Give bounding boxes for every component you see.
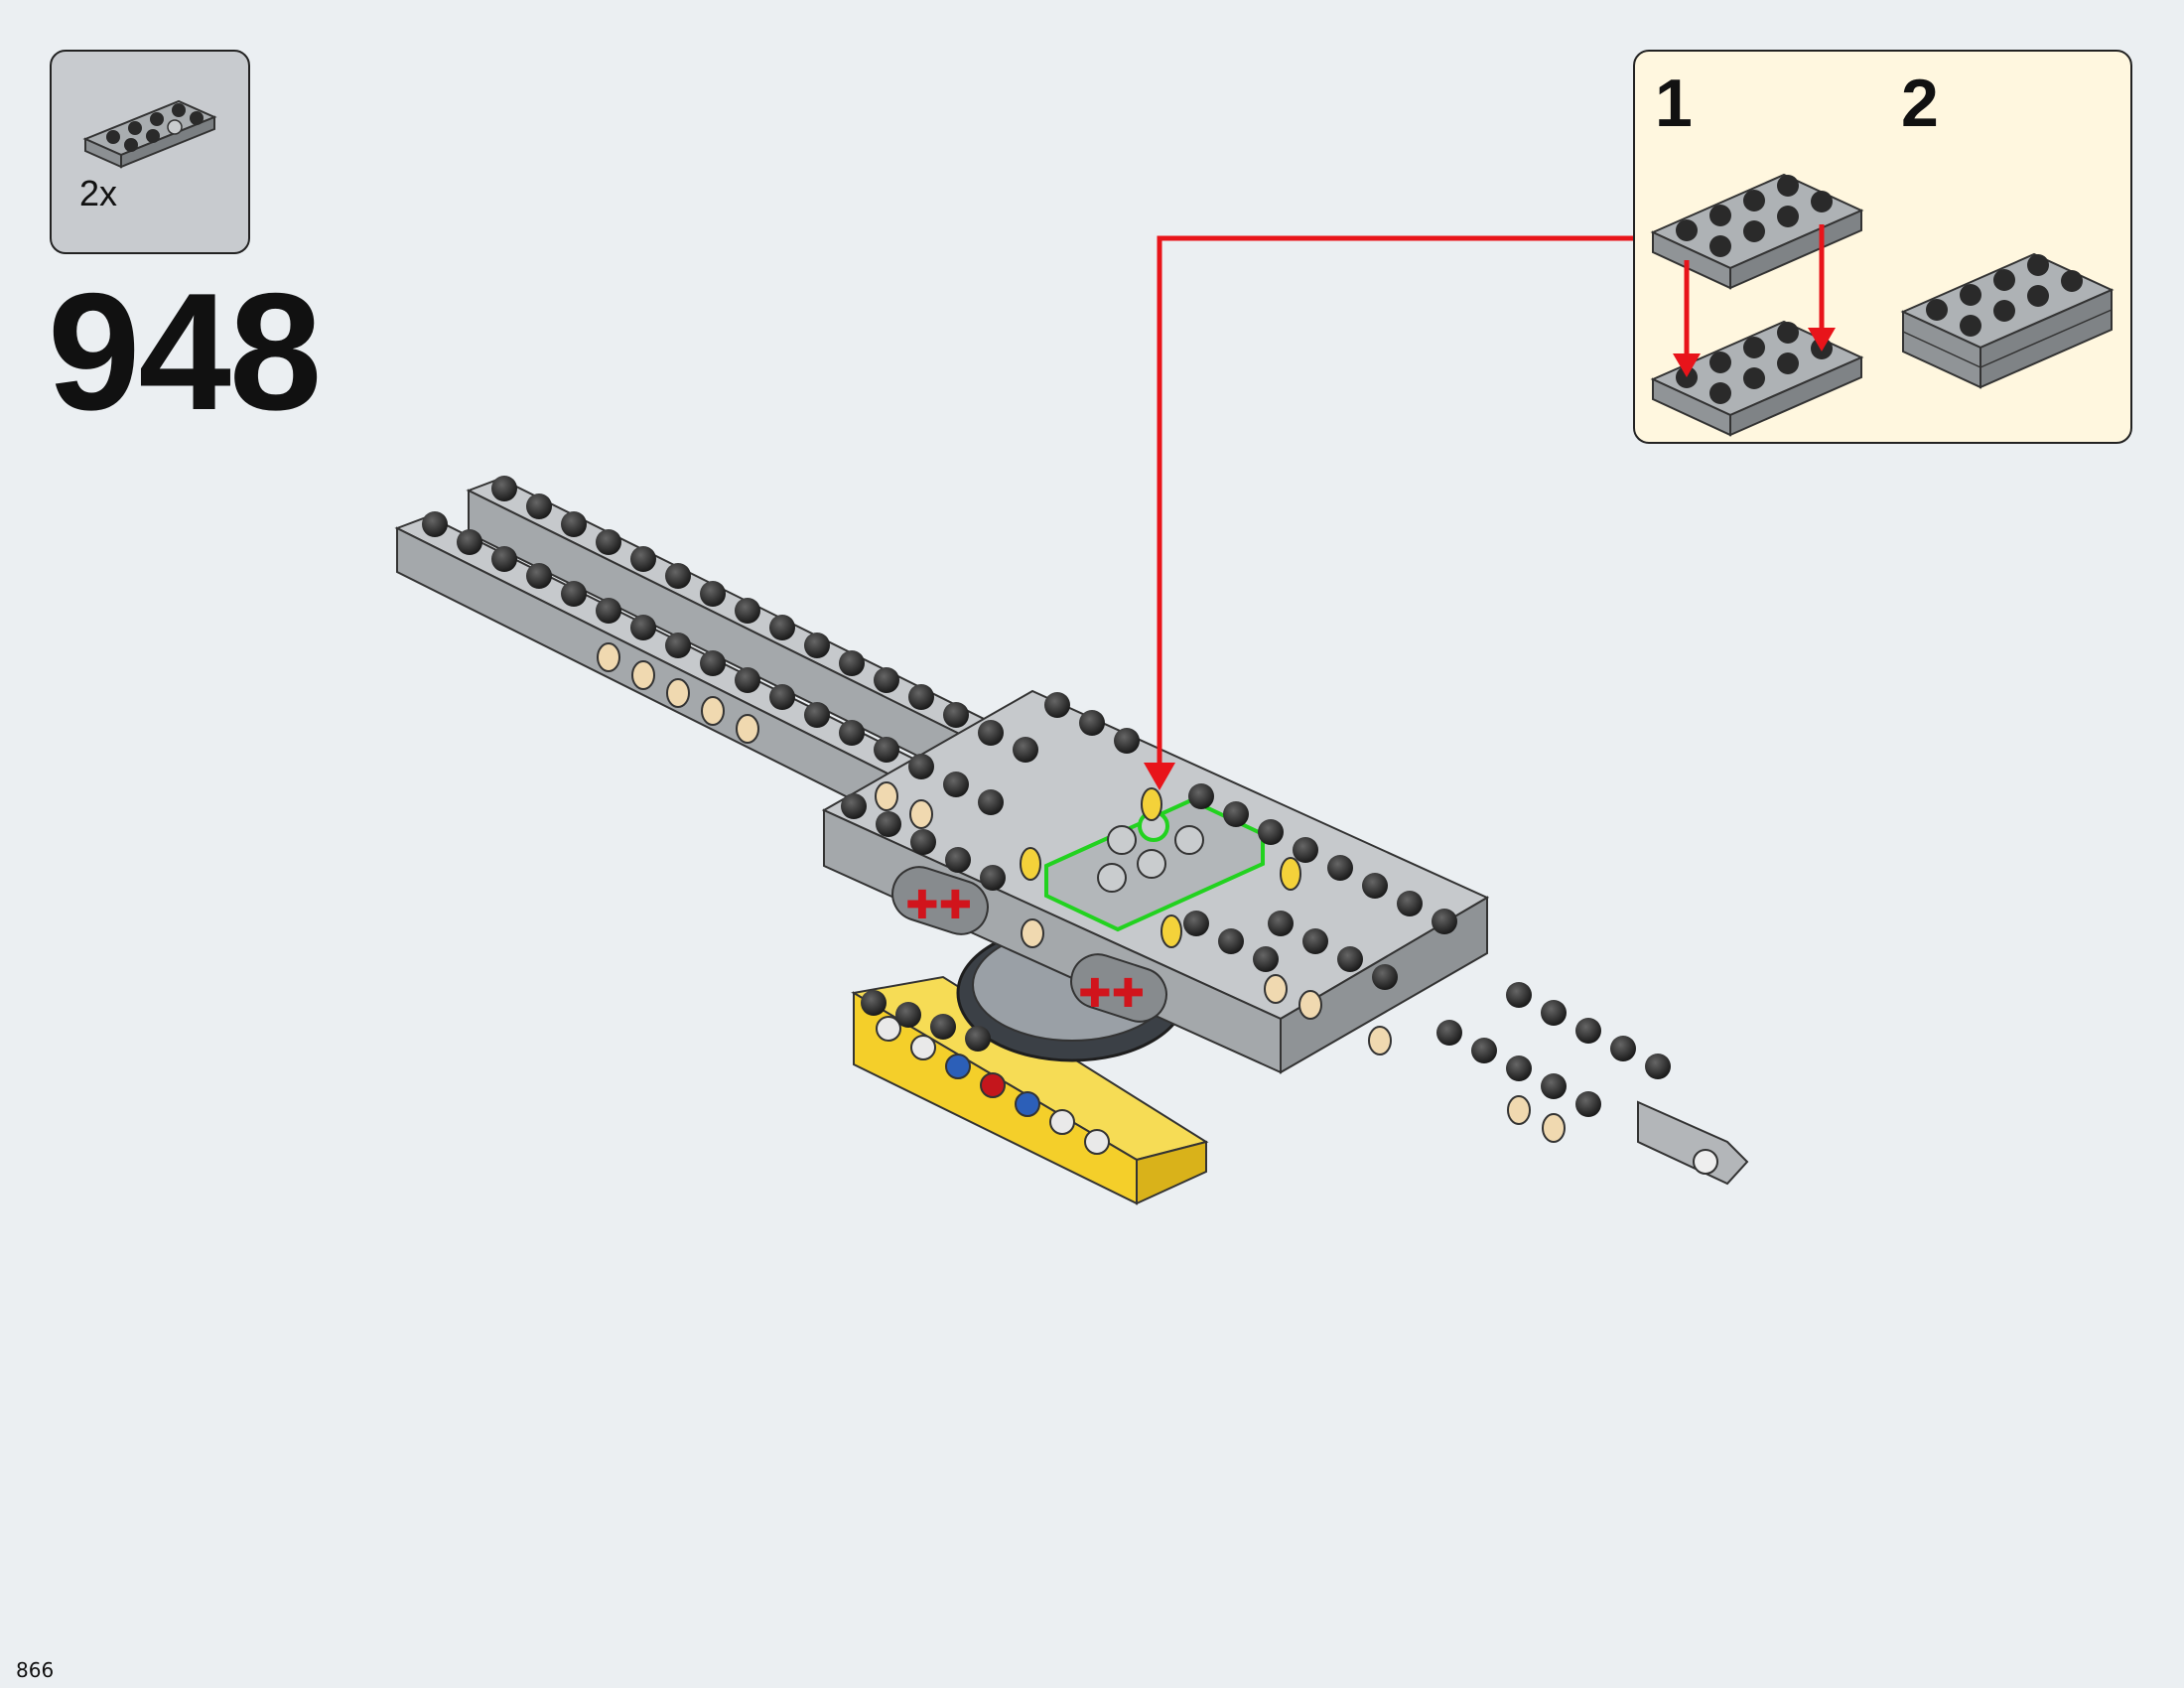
studs-front-beam	[422, 511, 1004, 815]
sub-step-number-1: 1	[1655, 66, 1693, 141]
sub-step-1-arrows	[1673, 224, 1836, 377]
sub-step-number-2: 2	[1901, 66, 1939, 141]
page-number: 866	[16, 1658, 55, 1682]
sub-assembly-callout: 1 2	[1633, 50, 2132, 444]
svg-text:✚✚: ✚✚	[905, 883, 972, 928]
studs-back-beam	[491, 476, 1038, 763]
end-liftarm	[1637, 1100, 1749, 1186]
yellow-bushings	[1020, 787, 1301, 948]
studs-right-section	[1188, 783, 1671, 1117]
plate-2x4-icon	[82, 99, 217, 169]
liftarm-red-pins-left: ✚✚	[891, 866, 989, 935]
svg-text:✚✚: ✚✚	[1078, 971, 1145, 1017]
studs-center-section	[841, 692, 1279, 1052]
step-number: 948	[48, 258, 322, 445]
sub-assembly-illustration	[1650, 173, 2115, 437]
sub-step-2-stacked-plates	[1900, 252, 2115, 389]
part-quantity: 2x	[79, 173, 118, 213]
parts-list-box: 2x	[50, 50, 250, 254]
tan-pins	[597, 642, 1566, 1143]
sub-step-1-upper-plate	[1650, 173, 1864, 290]
liftarm-red-pins-right: ✚✚	[1070, 953, 1167, 1023]
sub-step-1-lower-plate	[1650, 320, 1864, 437]
callout-arrow	[1144, 235, 1633, 790]
